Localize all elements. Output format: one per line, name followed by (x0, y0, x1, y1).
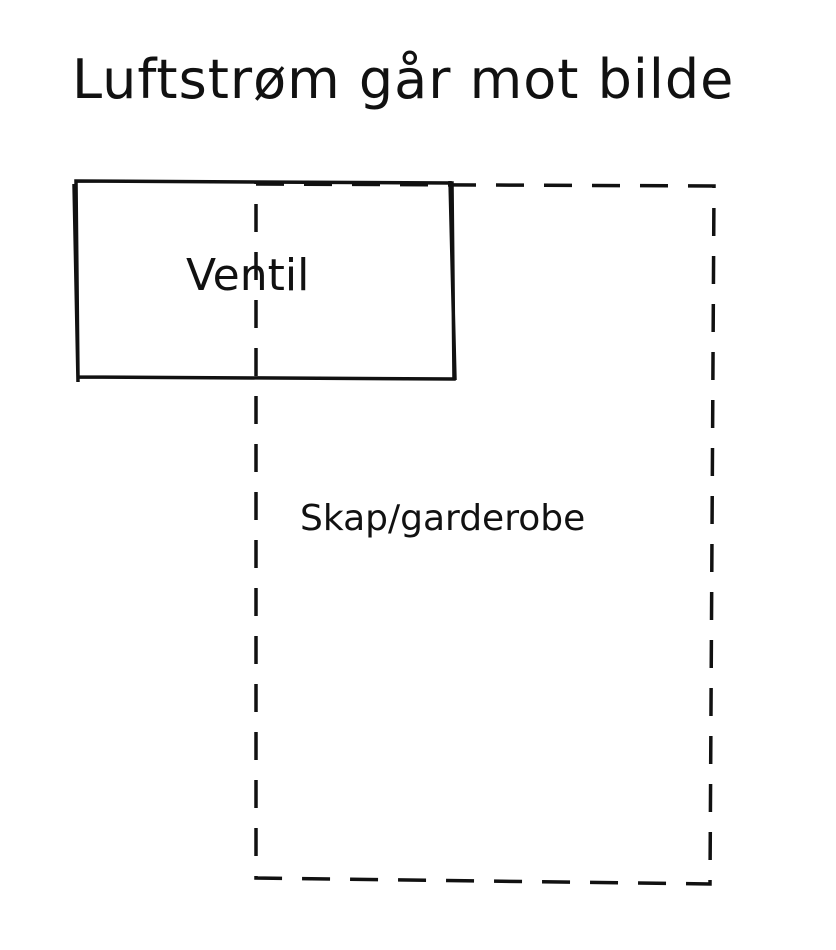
closet-label: Skap/garderobe (300, 498, 586, 539)
diagram-title: Luftstrøm går mot bilde (72, 48, 735, 111)
valve-label: Ventil (186, 250, 310, 301)
closet-outline (254, 182, 716, 886)
valve-box (72, 179, 457, 383)
